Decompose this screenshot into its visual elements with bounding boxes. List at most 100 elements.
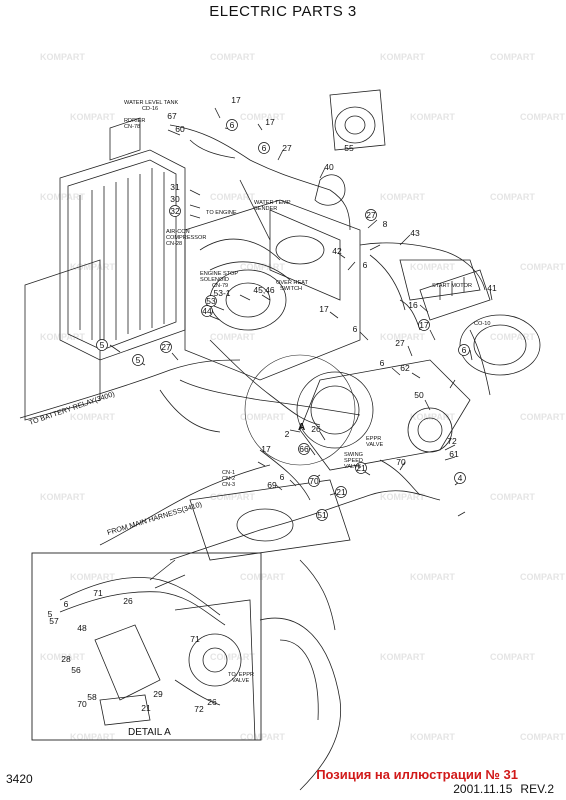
callout-cn2: CN-2 (222, 476, 235, 482)
part-label-17: 17 (261, 444, 271, 454)
callout-rdrier: RDRIER (124, 118, 145, 124)
callout-water-temp-sender: SENDER (254, 206, 277, 212)
watermark-text: COMPART (240, 572, 285, 582)
part-label-6: 6 (64, 599, 69, 609)
callout-engine-stop-solenoid: SOLENOID (200, 277, 229, 283)
watermark-text: COMPART (520, 732, 565, 742)
part-label-61: 61 (449, 449, 459, 459)
callout-rdrier-cn: CN-78 (124, 124, 140, 130)
callout-water-level-tank: WATER LEVEL TANK (124, 100, 179, 106)
part-label-2: 2 (285, 429, 290, 439)
callout-from-main-harness: FROM MAIN HARNESS(3410) (106, 499, 203, 536)
callout-over-heat-switch: SWITCH (280, 286, 302, 292)
callout-cn3: CN-3 (222, 482, 235, 488)
callout-to-eppr-valve: VALVE (232, 678, 249, 684)
watermark-text: COMPART (240, 732, 285, 742)
watermark-text: KOMPART (40, 332, 85, 342)
watermark-text: KOMPART (70, 572, 115, 582)
part-label-71: 71 (190, 634, 200, 644)
part-label-57: 57 (49, 616, 59, 626)
part-label-53-1: 53-1 (213, 288, 230, 298)
part-label-17: 17 (265, 117, 275, 127)
callout-aircon-cn: CN-28 (166, 241, 182, 247)
part-label-6: 6 (363, 260, 368, 270)
callout-engine-stop: ENGINE STOP (200, 271, 238, 277)
part-label-circle (365, 209, 377, 221)
part-label-5: 5 (48, 609, 53, 619)
part-label-circle (132, 354, 144, 366)
part-label-circle (226, 119, 238, 131)
part-label-circle (316, 509, 328, 521)
watermark-text: COMPART (490, 192, 535, 202)
part-label-62: 62 (400, 363, 410, 373)
part-label-27: 27 (282, 143, 292, 153)
part-label-circle (335, 486, 347, 498)
part-label-29: 29 (153, 689, 163, 699)
part-label-51: 51 (317, 510, 327, 520)
page-number: 3420 (6, 772, 33, 786)
callout-water-temp: WATER TEMP (254, 200, 291, 206)
part-label-6: 6 (462, 345, 467, 355)
watermark-text: KOMPART (380, 52, 425, 62)
part-label-70: 70 (396, 457, 406, 467)
part-label-21: 21 (141, 703, 151, 713)
callout-swing-speed: SPEED (344, 458, 363, 464)
watermark-text: KOMPART (380, 652, 425, 662)
watermark-text: KOMPART (70, 412, 115, 422)
part-label-50: 50 (414, 390, 424, 400)
part-label-71: 71 (93, 588, 103, 598)
watermark-text: KOMPART (410, 732, 455, 742)
part-label-6: 6 (280, 472, 285, 482)
callout-co10: CO-10 (474, 321, 490, 327)
watermark-text: COMPART (490, 492, 535, 502)
part-label-circle (160, 341, 172, 353)
watermark-text: KOMPART (70, 732, 115, 742)
watermark-text: COMPART (240, 112, 285, 122)
date: 2001.11.15 (453, 782, 513, 796)
part-label-circle (458, 344, 470, 356)
part-label-6: 6 (262, 143, 267, 153)
part-label-48: 48 (77, 623, 87, 633)
callout-eppr-valve: VALVE (366, 442, 383, 448)
part-label-circle (205, 295, 217, 307)
watermark-text: COMPART (520, 412, 565, 422)
part-label-53: 53 (206, 296, 216, 306)
watermark-text: KOMPART (40, 52, 85, 62)
watermark-text: KOMPART (410, 572, 455, 582)
illustration-position-caption: Позиция на иллюстрации № 31 (316, 767, 518, 782)
part-label-circle (169, 205, 181, 217)
line-art (19, 89, 541, 791)
watermark-text: KOMPART (40, 192, 85, 202)
watermark-text: KOMPART (380, 492, 425, 502)
date-revision: 2001.11.15 REV.2 (445, 782, 554, 796)
part-label-67: 67 (167, 111, 177, 121)
watermark-text: COMPART (490, 652, 535, 662)
part-label-6: 6 (353, 324, 358, 334)
part-label-circle (298, 443, 310, 455)
revision: REV.2 (520, 782, 554, 796)
part-label-55: 55 (344, 143, 354, 153)
part-label-28: 28 (61, 654, 71, 664)
part-label-6: 6 (230, 120, 235, 130)
watermark-text: COMPART (210, 332, 255, 342)
part-label-8: 8 (383, 219, 388, 229)
part-label-32: 32 (170, 206, 180, 216)
section-marker-a: A (298, 422, 305, 433)
part-label-72: 72 (447, 436, 457, 446)
part-label-30: 30 (170, 194, 180, 204)
callout-engine-stop-cn: CN-79 (212, 283, 228, 289)
part-label-44: 44 (202, 306, 212, 316)
watermark-text: KOMPART (70, 262, 115, 272)
watermark-text: KOMPART (40, 492, 85, 502)
part-label-40: 40 (324, 162, 334, 172)
watermark-text: COMPART (210, 192, 255, 202)
watermark-text: KOMPART (410, 112, 455, 122)
part-label-circle (418, 319, 430, 331)
part-label-70: 70 (77, 699, 87, 709)
part-label-circle (96, 339, 108, 351)
watermark-text: COMPART (210, 52, 255, 62)
part-label-27: 27 (395, 338, 405, 348)
watermark-text: COMPART (490, 332, 535, 342)
